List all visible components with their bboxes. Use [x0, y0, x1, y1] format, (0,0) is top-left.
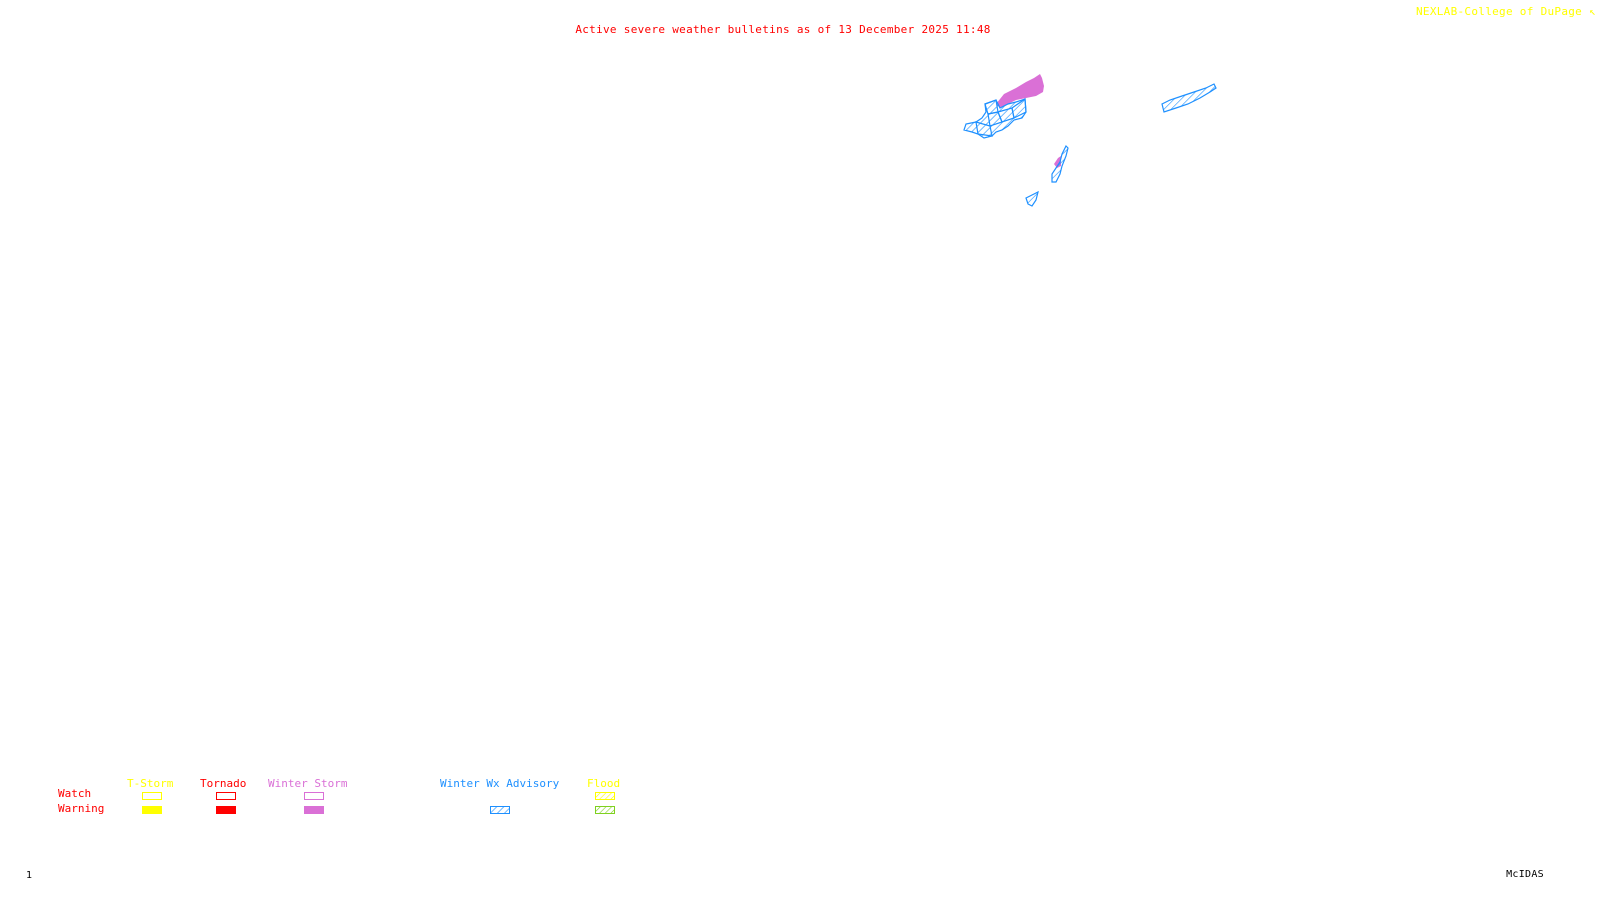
legend-header-flood: Flood — [587, 777, 621, 790]
legend-header-tornado: Tornado — [200, 777, 247, 790]
legend-header-winter-storm: Winter Storm — [268, 777, 348, 790]
winter-storm-warning-swatch — [304, 806, 324, 814]
nexlab-logo-icon: ↖ — [1589, 5, 1596, 18]
tornado-watch-swatch — [216, 792, 236, 800]
tstorm-warning-swatch — [142, 806, 162, 814]
tornado-warning-swatch — [216, 806, 236, 814]
flood-watch-swatch — [595, 792, 615, 800]
legend-header-tstorm: T-Storm — [127, 777, 174, 790]
winter-storm-warning-region-north — [996, 74, 1044, 108]
winter-wx-advisory-region-north — [963, 97, 1027, 139]
legend-row-watch: Watch — [58, 787, 92, 800]
flood-warning-swatch — [595, 806, 615, 814]
legend-row-warning: Warning — [58, 802, 105, 815]
map-title: Active severe weather bulletins as of 13… — [575, 23, 991, 36]
credit-label: NEXLAB-College of DuPage ↖ — [1416, 5, 1596, 18]
winter-wx-advisory-region-northeast — [1161, 83, 1217, 113]
winter-wx-advisory-swatch — [490, 806, 510, 814]
winter-wx-advisory-region-central — [1051, 144, 1069, 183]
winter-storm-watch-swatch — [304, 792, 324, 800]
tstorm-watch-swatch — [142, 792, 162, 800]
credit-text: NEXLAB-College of DuPage — [1415, 5, 1583, 18]
software-label: McIDAS — [1506, 869, 1544, 880]
winter-wx-advisory-region-south — [1025, 190, 1039, 207]
frame-number: 1 — [26, 870, 33, 881]
legend-header-winter-wx-advisory: Winter Wx Advisory — [440, 777, 560, 790]
